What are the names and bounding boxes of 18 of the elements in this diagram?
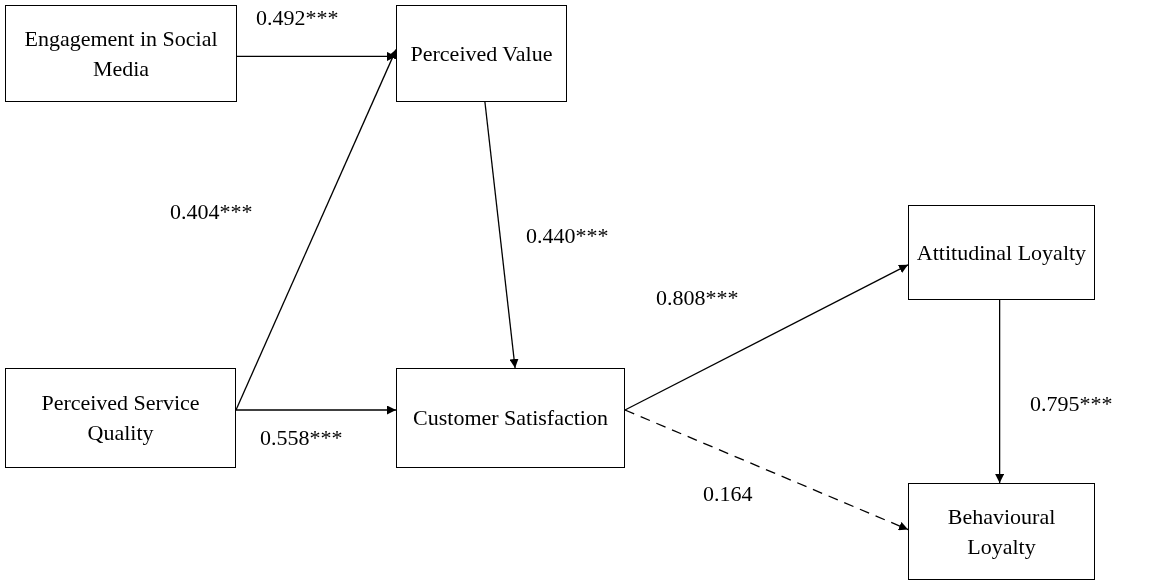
arrow [484,101,519,369]
construct-box [908,205,1095,300]
construct-name: Customer Satisfaction [413,404,608,432]
construct-name: Behavioural Loyalty [946,502,1057,561]
construct-box [396,5,567,102]
construct-box [396,368,625,468]
construct-name: Engagement in Social Media [23,24,219,83]
construct-name: Perceived Service Quality [40,389,201,447]
arrow [235,48,397,411]
construct-name: Attitudinal Loyalty [916,238,1087,267]
construct-name: Perceived Value [410,39,553,68]
arrow [624,264,909,411]
construct-box [5,368,236,468]
dashed-arrow [624,409,909,531]
arrow [235,405,397,415]
construct-box [908,483,1095,580]
construct-box [5,5,237,102]
arrow [995,299,1005,484]
